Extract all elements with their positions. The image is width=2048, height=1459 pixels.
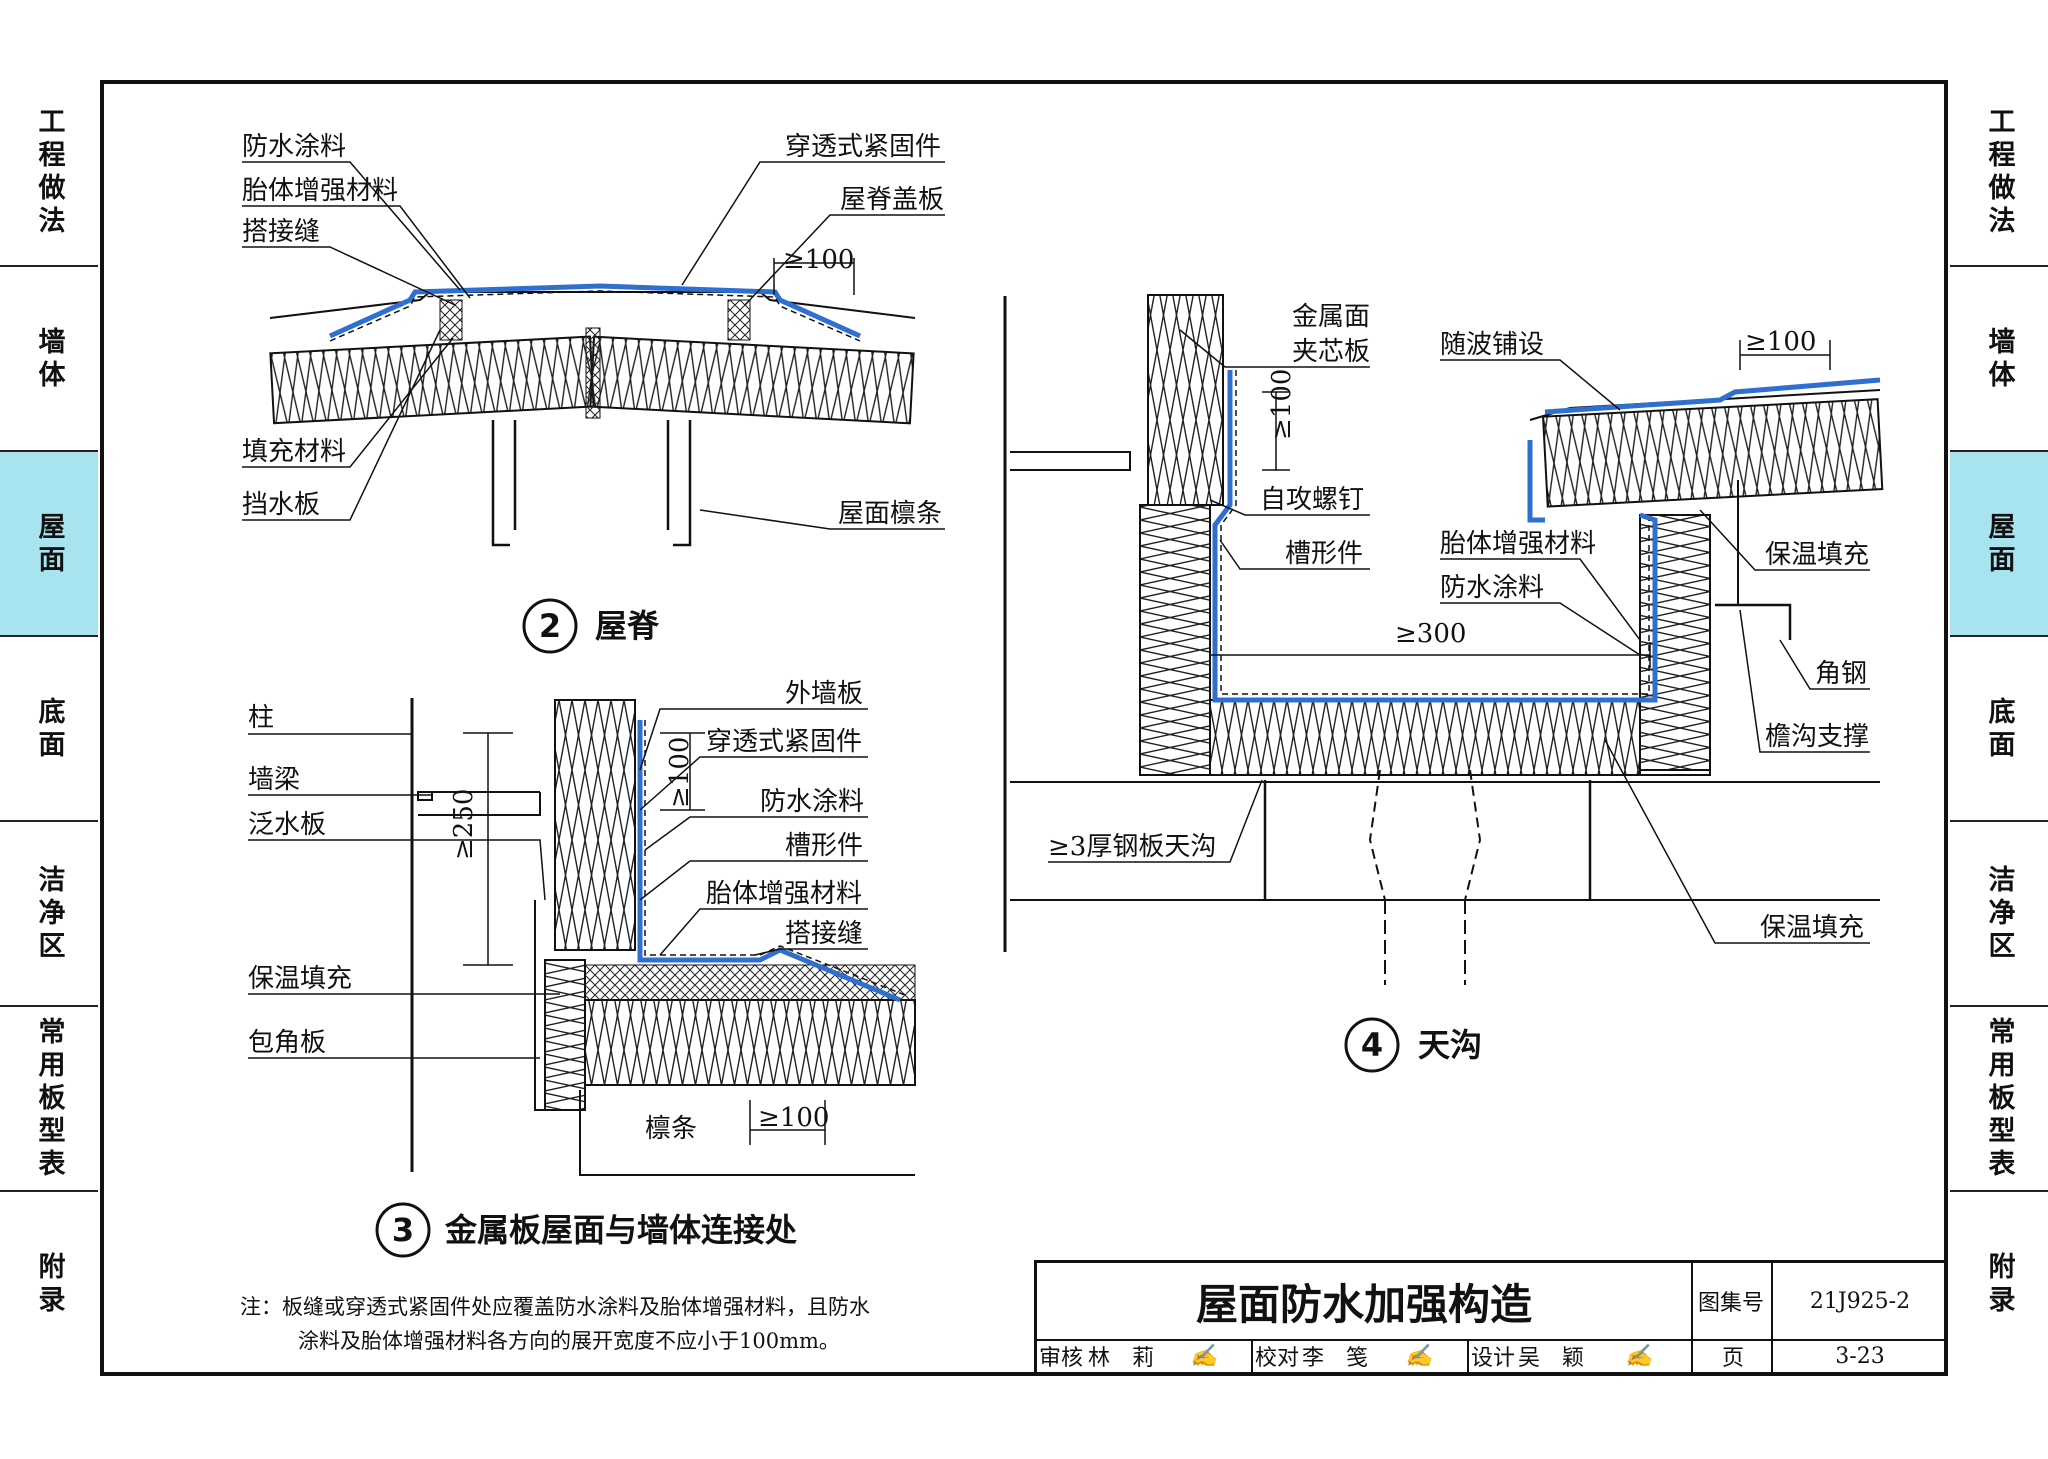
tab-clean-area-r[interactable]: 洁净区	[1950, 820, 2048, 1007]
label-purlin-2: 屋面檩条	[838, 499, 942, 529]
label-dim100-3a: ≥100	[665, 737, 695, 808]
label-waterproof-coating-4: 防水涂料	[1440, 573, 1544, 603]
tab-appendix[interactable]: 附录	[0, 1190, 98, 1378]
label-reinforcement-4: 胎体增强材料	[1440, 529, 1596, 559]
tab-wall-r[interactable]: 墙体	[1950, 265, 2048, 452]
label-purlin-3: 檩条	[645, 1114, 697, 1144]
detail-2-number: 2	[539, 607, 561, 645]
designer: 吴 颖	[1517, 1346, 1584, 1371]
label-lap-joint-3: 搭接缝	[785, 919, 863, 949]
label-water-stop: 挡水板	[242, 490, 320, 520]
reviewer: 林 莉	[1087, 1346, 1154, 1371]
label-dim250: ≥250	[449, 789, 479, 860]
label-metal-sandwich-1: 金属面	[1292, 302, 1370, 332]
review-label: 审核	[1038, 1346, 1083, 1371]
check-label: 校对	[1251, 1339, 1301, 1373]
label-column: 柱	[248, 703, 274, 733]
checker: 李 笺	[1301, 1346, 1368, 1371]
drawing-title: 屋面防水加强构造	[1037, 1263, 1693, 1341]
label-flashing: 泛水板	[248, 810, 326, 840]
detail-2-title: 屋脊	[595, 607, 660, 645]
label-dim100-4a: ≥100	[1267, 369, 1297, 440]
label-channel-4: 槽形件	[1285, 539, 1363, 569]
note-line-1: 注：板缝或穿透式紧固件处应覆盖防水涂料及胎体增强材料，且防水	[240, 1295, 870, 1319]
note: 注：板缝或穿透式紧固件处应覆盖防水涂料及胎体增强材料，且防水 涂料及胎体增强材料…	[240, 1290, 970, 1358]
tab-appendix-r[interactable]: 附录	[1950, 1190, 2048, 1378]
detail-3-title: 金属板屋面与墙体连接处	[444, 1211, 797, 1249]
label-waterproof-coating-2: 防水涂料	[242, 132, 346, 162]
reviewer-signature: ✍	[1190, 1343, 1218, 1369]
label-fastener-3: 穿透式紧固件	[706, 727, 862, 757]
label-dim300: ≥300	[1395, 619, 1466, 649]
drawing-frame	[100, 80, 1948, 1376]
label-insulation-fill-4b: 保温填充	[1760, 913, 1864, 943]
right-side-nav: 工程做法 墙体 屋面 底面 洁净区 常用板型表 附录	[1950, 80, 2048, 1376]
detail-3-number: 3	[392, 1211, 414, 1249]
label-gutter-support: 檐沟支撑	[1765, 722, 1869, 752]
label-metal-sandwich-2: 夹芯板	[1292, 337, 1370, 367]
label-fastener-2: 穿透式紧固件	[785, 132, 941, 162]
label-screw: 自攻螺钉	[1260, 485, 1364, 515]
label-angle-steel: 角钢	[1815, 659, 1867, 689]
label-dim100-2: ≥100	[783, 245, 854, 275]
tab-roof[interactable]: 屋面	[0, 450, 98, 637]
label-dim100-3b: ≥100	[758, 1103, 829, 1133]
detail-3-wall-junction: 柱 墙梁 泛水板 保温填充 包角板 外墙板 穿透式紧固件 防水涂料 槽形件 胎体…	[248, 679, 916, 1258]
label-insulation-fill-4a: 保温填充	[1765, 540, 1869, 570]
tab-wall[interactable]: 墙体	[0, 265, 98, 452]
label-steel-gutter: ≥3厚钢板天沟	[1048, 832, 1216, 862]
detail-4-title: 天沟	[1418, 1026, 1482, 1064]
page-number: 3-23	[1771, 1339, 1947, 1373]
label-follow-wave: 随波铺设	[1440, 330, 1544, 360]
checker-signature: ✍	[1405, 1343, 1433, 1369]
tab-panel-types[interactable]: 常用板型表	[0, 1005, 98, 1192]
label-lap-joint-2: 搭接缝	[242, 217, 320, 247]
left-side-nav: 工程做法 墙体 屋面 底面 洁净区 常用板型表 附录	[0, 80, 98, 1376]
label-outer-wall: 外墙板	[785, 679, 863, 709]
note-line-2: 涂料及胎体增强材料各方向的展开宽度不应小于100mm。	[298, 1329, 840, 1353]
page-label: 页	[1691, 1339, 1773, 1373]
label-channel-3: 槽形件	[785, 831, 863, 861]
tab-roof-r[interactable]: 屋面	[1950, 450, 2048, 637]
title-block: 屋面防水加强构造 图集号 21J925-2 审核 林 莉 ✍ 校对 李 笺 ✍ …	[1034, 1260, 1948, 1376]
tab-bottom-r[interactable]: 底面	[1950, 635, 2048, 822]
label-waterproof-coating-3: 防水涂料	[760, 787, 864, 817]
tab-engineering-r[interactable]: 工程做法	[1983, 106, 2015, 239]
label-dim100-4b: ≥100	[1745, 327, 1816, 357]
design-label: 设计	[1467, 1339, 1517, 1373]
tab-clean-area[interactable]: 洁净区	[0, 820, 98, 1007]
label-corner-plate: 包角板	[248, 1028, 326, 1058]
designer-signature: ✍	[1625, 1343, 1653, 1369]
tab-bottom[interactable]: 底面	[0, 635, 98, 822]
label-filler: 填充材料	[242, 437, 346, 467]
detail-2-ridge: 防水涂料 胎体增强材料 搭接缝 穿透式紧固件 屋脊盖板 ≥100 填充材料 挡水…	[242, 132, 945, 654]
tab-panel-types-r[interactable]: 常用板型表	[1950, 1005, 2048, 1192]
tab-engineering[interactable]: 工程做法	[33, 106, 65, 239]
atlas-label: 图集号	[1691, 1263, 1771, 1341]
label-reinforcement-2: 胎体增强材料	[242, 176, 398, 206]
detail-4-gutter: 金属面 夹芯板 ≥100 自攻螺钉 槽形件 随波铺设 ≥100 胎体增强材料 防…	[1003, 294, 1884, 1073]
label-wall-beam: 墙梁	[248, 765, 300, 795]
label-reinforcement-3: 胎体增强材料	[706, 879, 862, 909]
label-insulation-fill-3: 保温填充	[248, 964, 352, 994]
label-ridge-cap: 屋脊盖板	[840, 185, 944, 215]
detail-4-number: 4	[1361, 1026, 1383, 1064]
atlas-number: 21J925-2	[1771, 1263, 1947, 1341]
